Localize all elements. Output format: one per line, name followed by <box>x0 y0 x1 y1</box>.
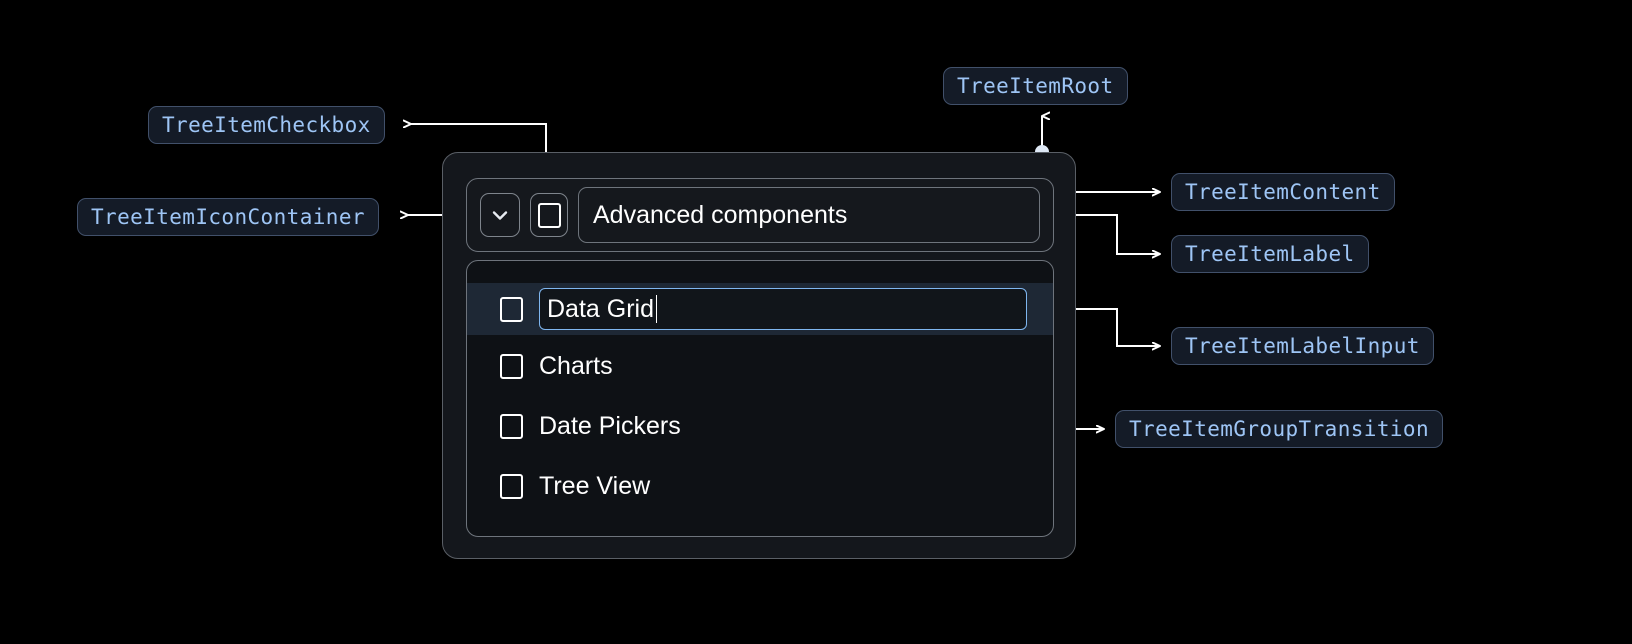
tree-item-label-input[interactable]: Data Grid <box>539 288 1027 330</box>
checkbox-unchecked-icon <box>537 202 561 228</box>
annotation-label: TreeItemRoot <box>957 74 1114 98</box>
tree-item-content[interactable]: Advanced components <box>466 178 1054 252</box>
tree-item-row-tree-view[interactable]: Tree View <box>467 463 1053 509</box>
tree-item-row-date-pickers[interactable]: Date Pickers <box>467 403 1053 449</box>
checkbox-unchecked-icon[interactable] <box>500 413 523 439</box>
tree-item-label-input-value: Data Grid <box>547 294 654 323</box>
annotation-label: TreeItemGroupTransition <box>1129 417 1429 441</box>
annotation-chip-tree-item-content: TreeItemContent <box>1171 173 1395 211</box>
tree-item-row-charts[interactable]: Charts <box>467 343 1053 389</box>
annotation-label: TreeItemLabelInput <box>1185 334 1420 358</box>
tree-item-icon-container[interactable] <box>480 193 520 237</box>
annotation-chip-tree-item-icon-container: TreeItemIconContainer <box>77 198 379 236</box>
tree-item-label-text: Charts <box>539 351 613 380</box>
tree-item-label-text: Tree View <box>539 471 651 500</box>
annotation-chip-tree-item-label: TreeItemLabel <box>1171 235 1369 273</box>
chevron-down-icon <box>492 211 508 220</box>
checkbox-unchecked-icon[interactable] <box>500 353 523 379</box>
annotation-label: TreeItemLabel <box>1185 242 1355 266</box>
checkbox-unchecked-icon[interactable] <box>500 296 523 322</box>
tree-item-group-transition: Data Grid Charts Date Pickers Tree View <box>466 260 1054 537</box>
tree-item-row-data-grid[interactable]: Data Grid <box>467 283 1053 335</box>
tree-item-label[interactable]: Advanced components <box>578 187 1040 243</box>
tree-item-label-text: Date Pickers <box>539 411 681 440</box>
annotation-chip-tree-item-label-input: TreeItemLabelInput <box>1171 327 1434 365</box>
tree-item-label-text: Advanced components <box>593 200 848 229</box>
annotation-label: TreeItemIconContainer <box>91 205 365 229</box>
tree-item-checkbox[interactable] <box>530 193 568 237</box>
annotation-label: TreeItemCheckbox <box>162 113 371 137</box>
annotation-chip-tree-item-checkbox: TreeItemCheckbox <box>148 106 385 144</box>
annotation-label: TreeItemContent <box>1185 180 1381 204</box>
text-caret <box>655 295 658 323</box>
annotation-chip-tree-item-group-transition: TreeItemGroupTransition <box>1115 410 1443 448</box>
annotation-chip-tree-item-root: TreeItemRoot <box>943 67 1128 105</box>
checkbox-unchecked-icon[interactable] <box>500 473 523 499</box>
